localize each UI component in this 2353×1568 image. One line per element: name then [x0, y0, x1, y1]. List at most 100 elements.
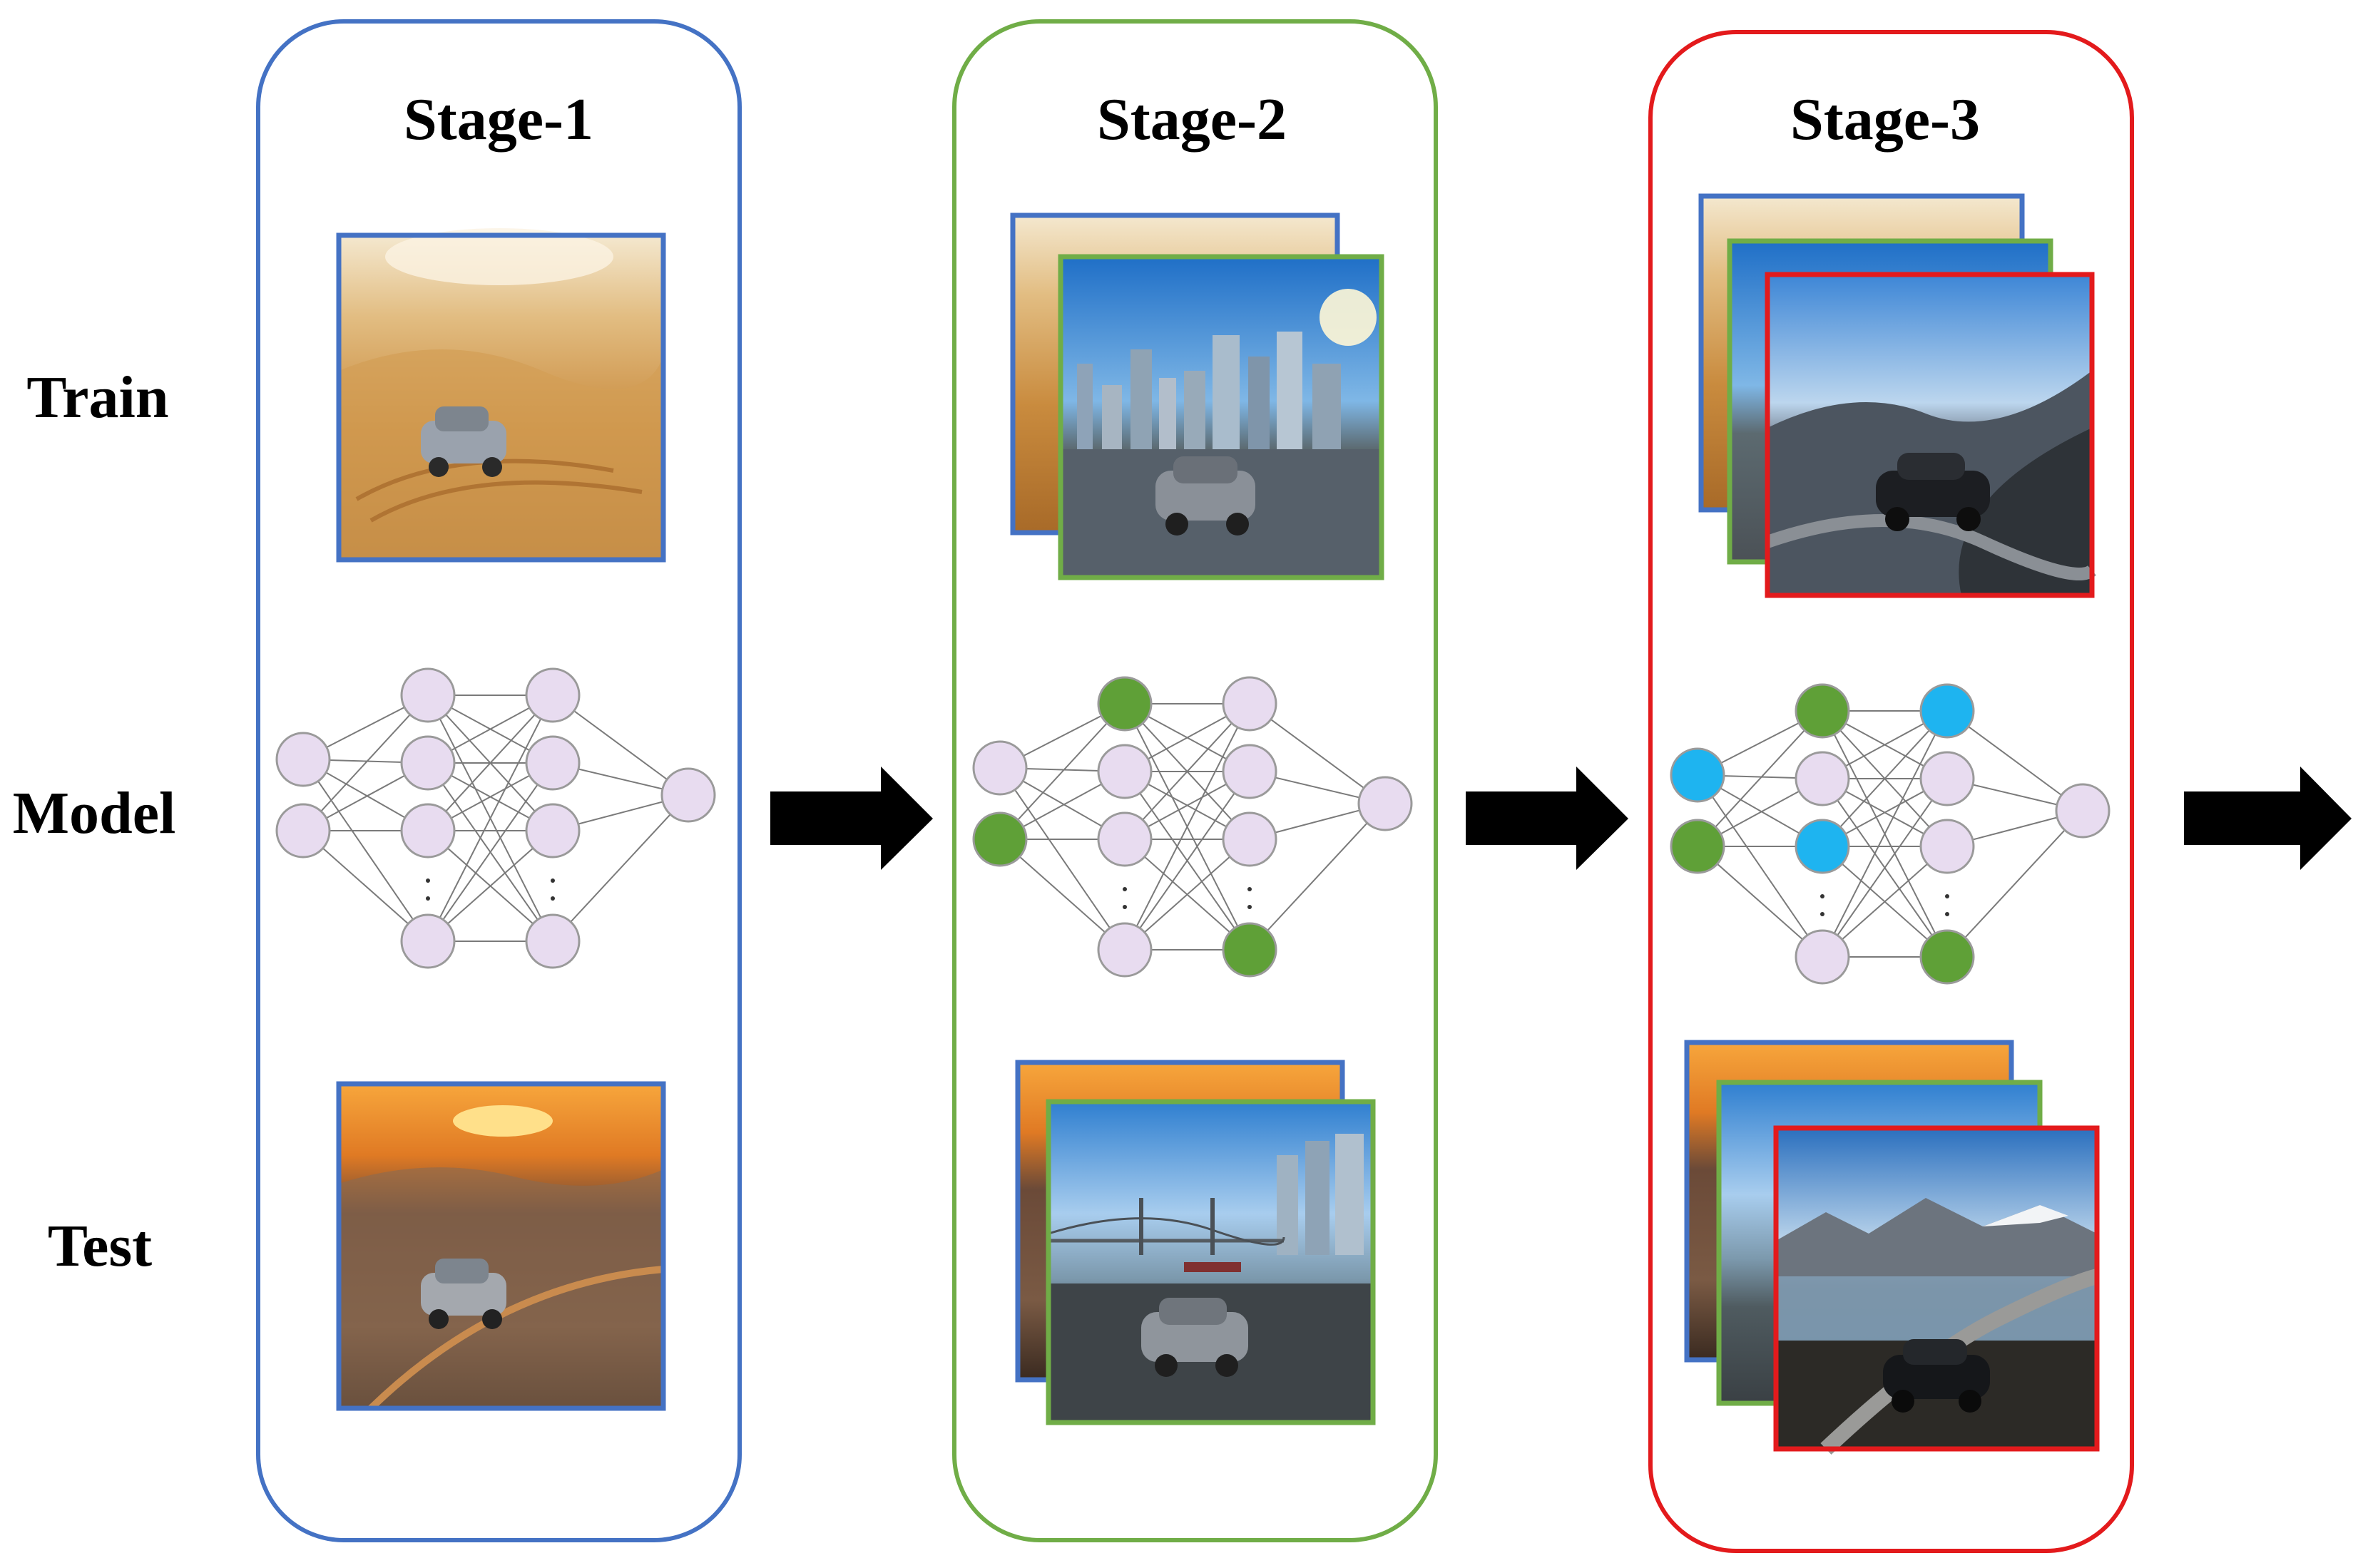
hidden-node-layer-1 — [1097, 676, 1153, 732]
stage-3-border — [1648, 30, 2134, 1553]
stage-1-panel: Stage-1 — [256, 19, 742, 1542]
stage-2-train-stack — [1010, 212, 1384, 580]
input-node — [1670, 747, 1725, 803]
hidden-node-layer-2 — [1222, 676, 1277, 732]
ellipsis-dot — [1247, 905, 1252, 909]
ellipsis-dot — [1123, 905, 1127, 909]
edge — [427, 695, 553, 831]
hidden-node-layer-2 — [525, 803, 581, 859]
edge — [427, 695, 553, 942]
hidden-node-layer-2 — [525, 735, 581, 791]
edge — [302, 695, 429, 831]
ellipsis-dot — [551, 896, 555, 901]
edge — [552, 695, 689, 796]
ellipsis-dot — [1945, 894, 1949, 898]
input-node — [972, 811, 1028, 867]
stage-2-title: Stage-2 — [1097, 86, 1287, 153]
output-node — [2055, 783, 2110, 839]
edge — [302, 759, 429, 942]
hidden-node-layer-2 — [525, 913, 581, 969]
edge — [1124, 703, 1250, 840]
stage-2-model-network — [972, 676, 1413, 978]
edge — [1697, 710, 1823, 847]
hidden-node-layer-1 — [400, 667, 456, 723]
hidden-node-layer-2 — [525, 667, 581, 723]
edge — [1822, 778, 1948, 958]
edge — [1249, 803, 1386, 950]
stage-2-test-stack — [1015, 1060, 1376, 1425]
edge — [1697, 774, 1823, 958]
stage-2-train-image-city-skyline — [1058, 254, 1384, 580]
hidden-node-layer-1 — [400, 913, 456, 969]
stage-1-model-network — [275, 667, 716, 969]
stage-1-border — [256, 19, 742, 1542]
stage-2-panel: Stage-2 — [952, 19, 1438, 1542]
arrow-stage3-to-next — [2184, 767, 2352, 870]
row-label-model: Model — [13, 780, 176, 846]
stage-1-train-image-desert-dunes — [336, 228, 666, 563]
hidden-node-layer-2 — [1919, 751, 1975, 806]
stage-3-train-image-mountain-road — [1765, 272, 2096, 598]
stage-3-title: Stage-3 — [1790, 86, 1980, 153]
hidden-node-layer-1 — [1795, 683, 1850, 739]
edge — [1946, 710, 2083, 811]
hidden-node-layer-1 — [1795, 819, 1850, 874]
edge — [302, 830, 429, 942]
stage-2-test-image-bridge-river — [1046, 1099, 1376, 1425]
arrow-stage1-to-stage2 — [770, 767, 933, 870]
edge — [999, 839, 1126, 950]
ellipsis-dot — [551, 878, 555, 883]
edge — [1697, 846, 1823, 958]
edge — [1822, 846, 1948, 958]
hidden-node-layer-1 — [400, 803, 456, 859]
output-node — [1357, 776, 1413, 831]
edge — [427, 830, 553, 942]
hidden-node-layer-2 — [1919, 683, 1975, 739]
stage-2-border — [952, 19, 1438, 1542]
ellipsis-dot — [1247, 887, 1252, 891]
edge — [999, 767, 1126, 950]
hidden-node-layer-2 — [1222, 811, 1277, 867]
hidden-node-layer-1 — [1097, 811, 1153, 867]
edge — [1124, 703, 1250, 950]
row-label-test: Test — [48, 1213, 152, 1279]
edge — [1822, 710, 1948, 847]
input-node — [1670, 819, 1725, 874]
network-edges — [1697, 710, 2083, 958]
edge — [427, 762, 553, 942]
stage-3-model-network — [1670, 683, 2110, 985]
edge — [1822, 710, 1948, 958]
input-node — [275, 803, 331, 859]
edge — [552, 794, 689, 942]
hidden-node-layer-1 — [1795, 751, 1850, 806]
edge — [1124, 771, 1250, 950]
stage-3-test-image-lake-road — [1773, 1125, 2100, 1455]
hidden-node-layer-2 — [1919, 929, 1975, 985]
stage-3-train-stack — [1698, 193, 2096, 598]
ellipsis-dot — [1820, 894, 1824, 898]
arrow-stage2-to-stage3 — [1466, 767, 1628, 870]
ellipsis-dot — [426, 896, 430, 901]
hidden-node-layer-1 — [400, 735, 456, 791]
network-edges — [999, 703, 1386, 950]
ellipsis-dot — [1123, 887, 1127, 891]
stage-3-panel: Stage-3 — [1648, 30, 2134, 1553]
stage-1-title: Stage-1 — [404, 86, 593, 153]
row-label-train: Train — [26, 364, 168, 431]
hidden-node-layer-2 — [1222, 922, 1277, 978]
ellipsis-dot — [1945, 912, 1949, 916]
stage-3-test-stack — [1684, 1040, 2100, 1455]
hidden-node-layer-1 — [1795, 929, 1850, 985]
ellipsis-dot — [1820, 912, 1824, 916]
edge — [1124, 839, 1250, 950]
edge — [1946, 810, 2083, 958]
output-node — [660, 767, 716, 823]
input-node — [275, 732, 331, 787]
hidden-node-layer-1 — [1097, 744, 1153, 799]
network-edges — [302, 695, 689, 942]
hidden-node-layer-1 — [1097, 922, 1153, 978]
stage-1-test-image-desert-sunset — [336, 1081, 666, 1411]
edge — [999, 703, 1126, 840]
input-node — [972, 740, 1028, 796]
